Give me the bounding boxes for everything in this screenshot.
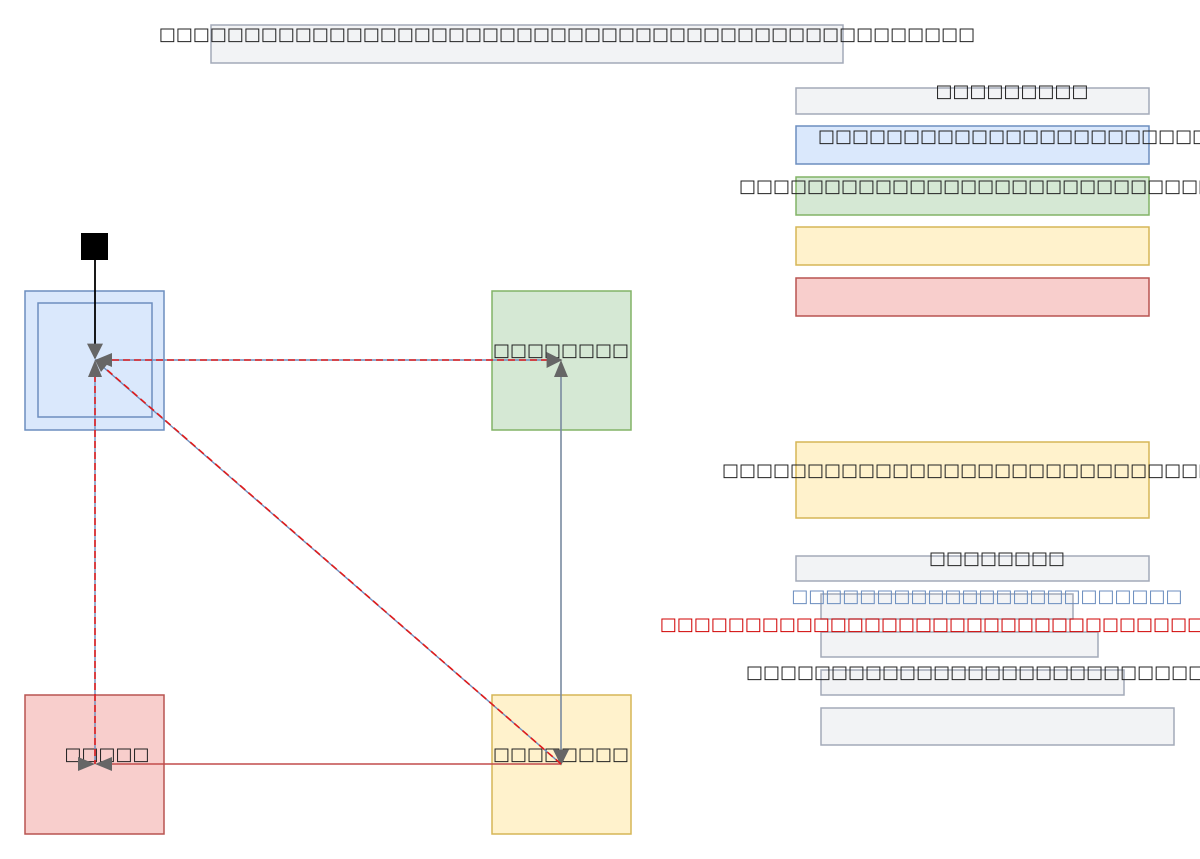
edge-legend-item-1: □□□□□□□□□□□□□□□□□□□□□□□ (791, 586, 1182, 607)
diagram-title: □□□□□□□□□□□□□□□□□□□□□□□□□□□□□□□□□□□□□□□□… (159, 24, 975, 64)
start-marker (81, 233, 108, 260)
edge-legend-header-box (795, 555, 1150, 582)
state-red-label: □□□□□ (64, 744, 149, 765)
edge-legend-item-2-box (820, 631, 1099, 658)
note-text: □□□□□□□□□□□□□□□□□□□□□□□□□□□□□□□□□□□□□□□□… (722, 460, 1200, 481)
legend-blue-text: □□□□□□□□□□□□□□□□□□□□□□□□□□□□□□□□□□□□□□□□… (818, 126, 1200, 147)
diagram-title-text: □□□□□□□□□□□□□□□□□□□□□□□□□□□□□□□□□□□□□□□□… (159, 24, 975, 45)
legend-green-text: □□□□□□□□□□□□□□□□□□□□□□□□□□□□□□□□□□□□□□□□… (739, 176, 1200, 197)
edge-initial-red (78, 360, 102, 771)
edge-legend-item-2: □□□□□□□□□□□□□□□□□□□□□□□□□□□□□□□□□□□□□□□□ (660, 614, 1200, 635)
legend-red-swatch (795, 277, 1150, 317)
legend: □□□□□□□□□ □□□□□□□□□□□□□□□□□□□□□□□□□□□□□□… (739, 81, 1200, 317)
legend-header-box (795, 87, 1150, 115)
edge-legend-item-1-box (820, 593, 1074, 620)
note-box (795, 441, 1150, 519)
legend-blue-swatch (795, 125, 1150, 165)
legend-header: □□□□□□□□□ (935, 81, 1088, 102)
legend-yellow-swatch (795, 226, 1150, 266)
edge-legend-item-4-box (820, 707, 1175, 746)
legend-green-swatch (795, 176, 1150, 216)
edge-green-yellow (553, 360, 569, 766)
edge-legend-item-3-box (820, 669, 1125, 696)
state-green-label: □□□□□□□□ (493, 340, 629, 361)
edge-initial-green (95, 352, 563, 368)
edge-yellow-red (95, 757, 561, 771)
edge-legend: □□□□□□□□ □□□□□□□□□□□□□□□□□□□□□□□ □□□□□□□… (660, 548, 1200, 746)
edge-legend-item-3: □□□□□□□□□□□□□□□□□□□□□□□□□□□□□□□□□□□□□□□□… (746, 662, 1200, 683)
note: □□□□□□□□□□□□□□□□□□□□□□□□□□□□□□□□□□□□□□□□… (722, 441, 1200, 519)
edge-yellow-initial (94, 359, 562, 765)
edge-legend-header: □□□□□□□□ (929, 548, 1065, 569)
